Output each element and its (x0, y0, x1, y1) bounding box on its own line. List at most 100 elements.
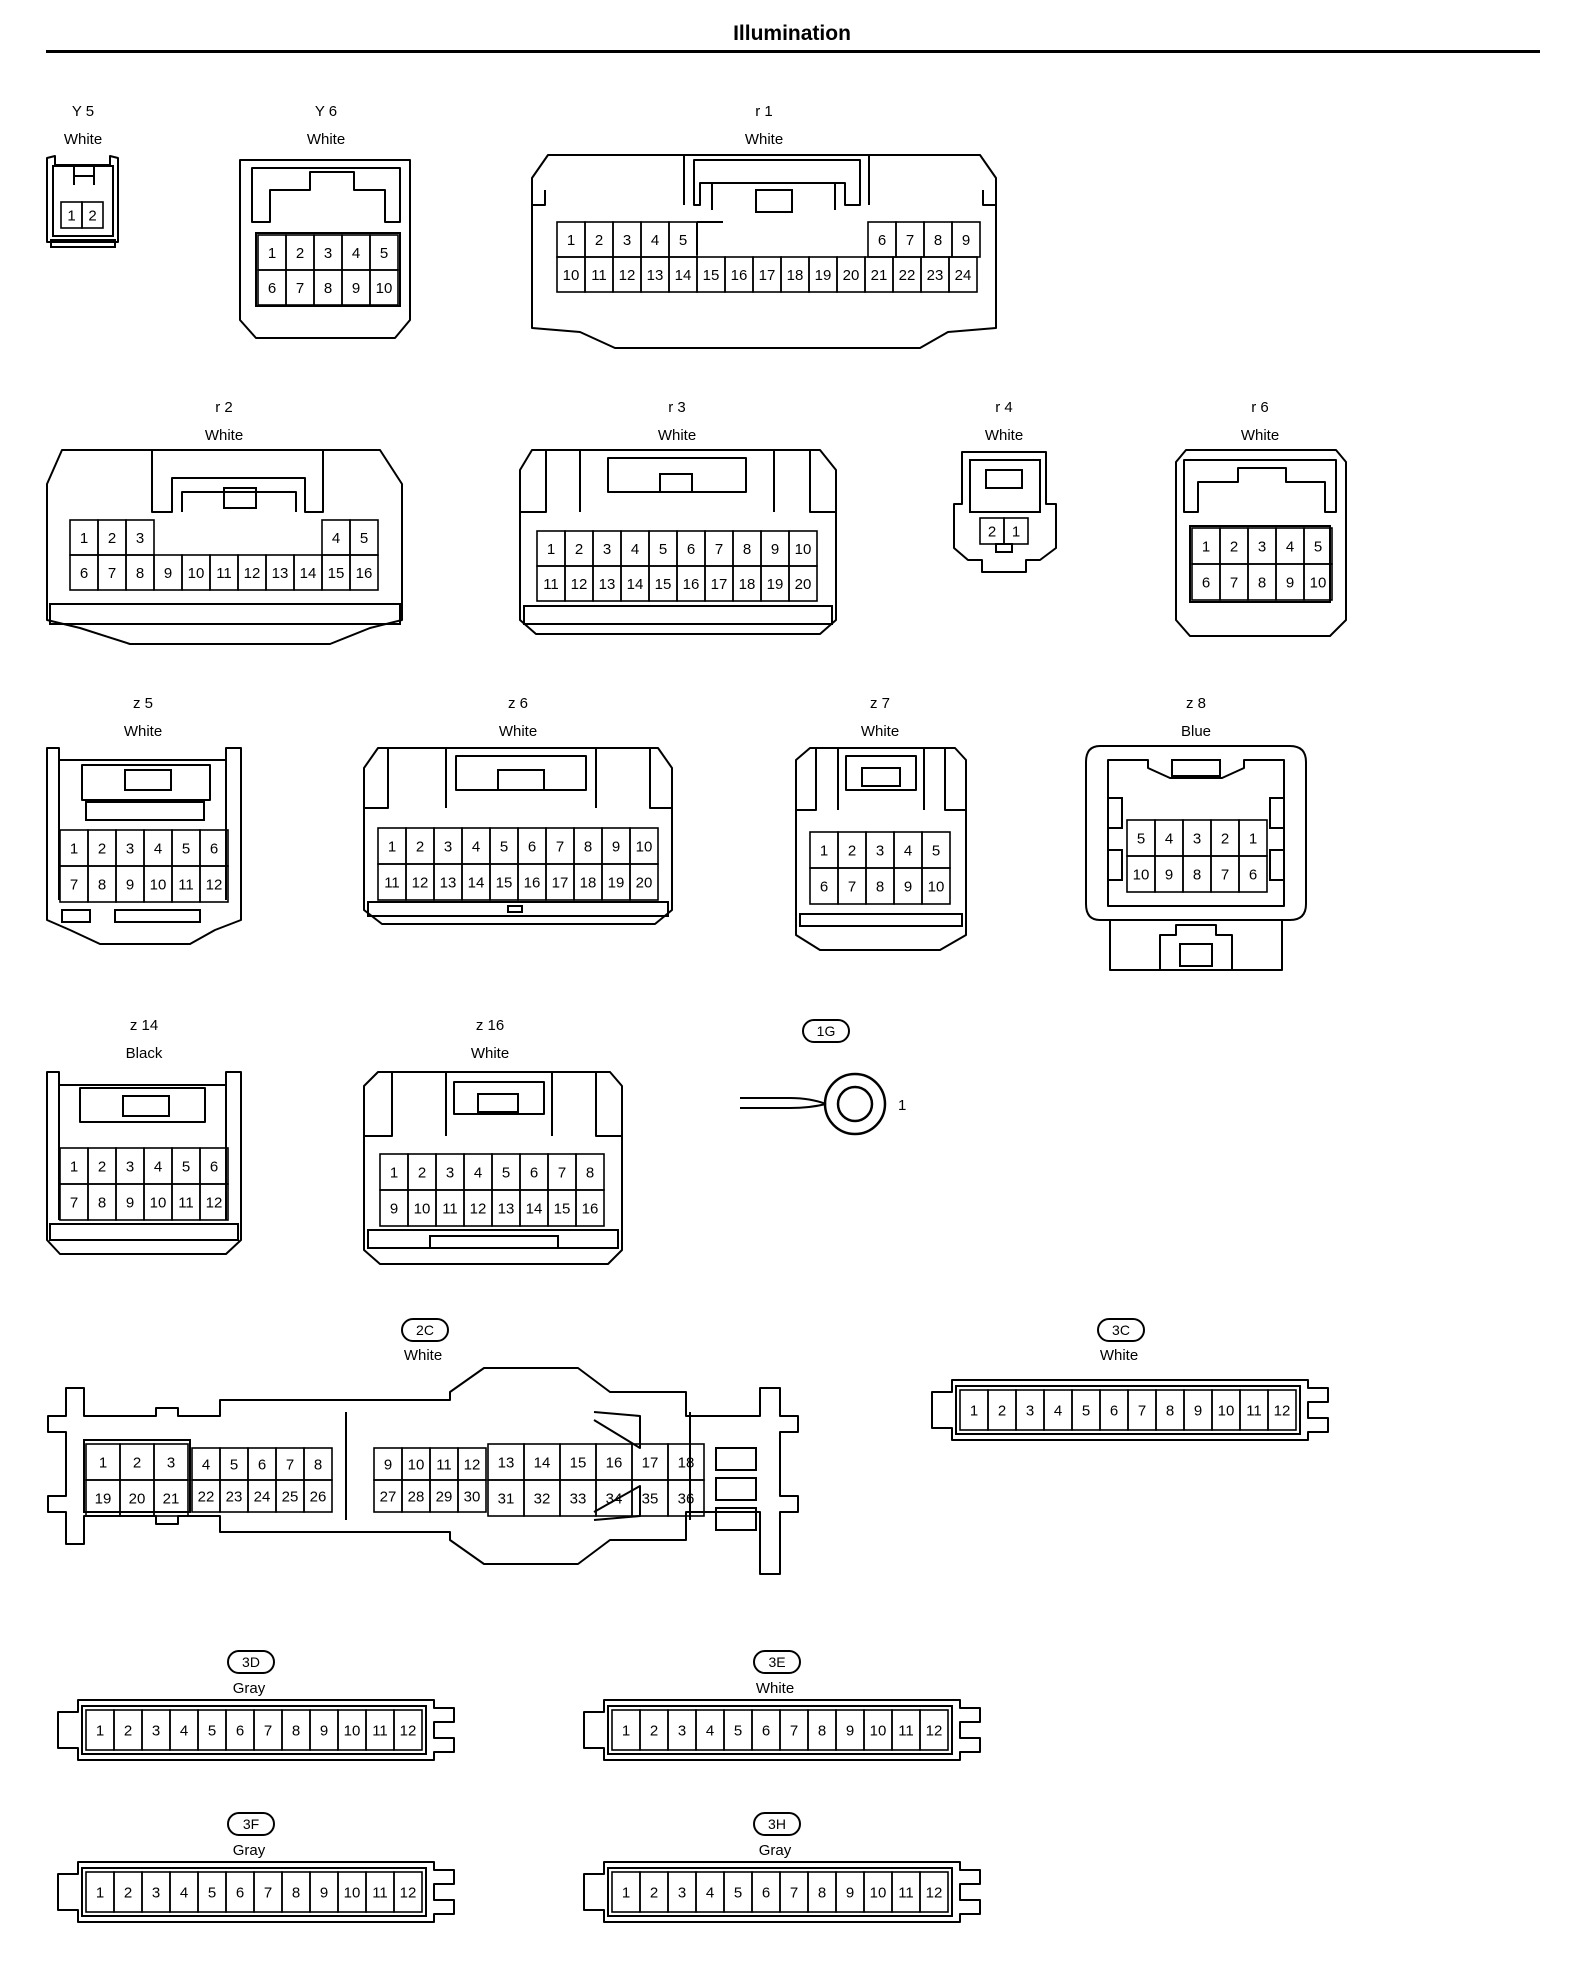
pin-label: 6 (80, 565, 88, 582)
pin-cell (303, 1479, 333, 1513)
connector-label-1g: 1G (802, 1019, 850, 1043)
pin-label: 2 (296, 245, 304, 262)
pin-label: 1 (67, 208, 75, 225)
pin-label: 3 (136, 530, 144, 547)
title-rule (46, 50, 1540, 53)
pin-label: 2 (416, 839, 424, 856)
pin-label: 11 (898, 1723, 914, 1740)
pin-label: 3 (444, 839, 452, 856)
connector-color-r6: White (1240, 427, 1280, 444)
pin-label: 28 (408, 1489, 425, 1506)
pin-label: 6 (236, 1885, 244, 1902)
pin-label: 7 (906, 232, 914, 249)
pin-label: 23 (927, 267, 944, 284)
connector-color-z14: Black (125, 1045, 163, 1062)
pin-label: 21 (163, 1491, 180, 1508)
pin-label: 10 (344, 1723, 361, 1740)
pin-label: 3 (678, 1723, 686, 1740)
pin-label: 12 (400, 1723, 417, 1740)
pin-label: 8 (586, 1165, 594, 1182)
pin-label: 6 (762, 1723, 770, 1740)
pin-label: 6 (1110, 1403, 1118, 1420)
pin-label: 9 (384, 1457, 392, 1474)
pin-label: 3 (1026, 1403, 1034, 1420)
pin-cell (81, 201, 104, 229)
pin-label: 32 (534, 1491, 551, 1508)
connector-label-r4: r 4 (995, 399, 1013, 416)
pin-label: 34 (606, 1491, 623, 1508)
pin-label: 2 (1221, 831, 1229, 848)
pin-label: 2 (98, 841, 106, 858)
pin-label: 4 (474, 1165, 482, 1182)
pin-label: 3 (152, 1723, 160, 1740)
pin-label: 10 (636, 839, 653, 856)
connector-color-r2: White (204, 427, 244, 444)
pin-label: 22 (198, 1489, 215, 1506)
connector-color-z7: White (860, 723, 900, 740)
pin-label: 20 (795, 576, 812, 593)
pin-label: 15 (703, 267, 720, 284)
pin-label: 5 (360, 530, 368, 547)
pin-label: 6 (820, 879, 828, 896)
pin-label: 18 (787, 267, 804, 284)
pin-cell (199, 1183, 229, 1221)
connector-label-z5: z 5 (132, 695, 153, 712)
pin-label: 7 (1230, 575, 1238, 592)
pin-cell (1003, 517, 1029, 545)
pin-label: 12 (926, 1885, 943, 1902)
connector-label-z7: z 7 (869, 695, 890, 712)
pin-label: 9 (771, 541, 779, 558)
pin-label: 6 (530, 1165, 538, 1182)
pin-label: 1 (96, 1885, 104, 1902)
pin-label: 12 (571, 576, 588, 593)
pin-label: 6 (687, 541, 695, 558)
pin-label: 4 (706, 1723, 714, 1740)
pin-label: 11 (543, 576, 559, 593)
pin-label: 9 (352, 280, 360, 297)
pin-label: 8 (98, 877, 106, 894)
pin-label: 11 (1246, 1403, 1262, 1420)
pin-label: 2 (133, 1455, 141, 1472)
connector-color-z8: Blue (1180, 723, 1212, 740)
pin-label: 20 (636, 875, 653, 892)
pin-label: 3 (126, 1159, 134, 1176)
connector-color-z6: White (498, 723, 538, 740)
pin-label: 7 (790, 1723, 798, 1740)
pin-label: 19 (95, 1491, 112, 1508)
connector-label-z8: z 8 (1185, 695, 1206, 712)
pin-label: 3 (876, 843, 884, 860)
pin-label: 5 (182, 1159, 190, 1176)
pin-label: 12 (926, 1723, 943, 1740)
pin-label: 1 (1249, 831, 1257, 848)
pin-label: 12 (206, 877, 223, 894)
pin-cell (921, 867, 951, 905)
pin-label: 8 (292, 1885, 300, 1902)
pin-cell (393, 1709, 423, 1751)
pin-label: 3 (603, 541, 611, 558)
pin-label: 17 (642, 1455, 659, 1472)
pin-label: 1 (820, 843, 828, 860)
pin-label: 4 (180, 1885, 188, 1902)
pin-label: 6 (236, 1723, 244, 1740)
pin-label: 10 (795, 541, 812, 558)
connector-color-z5: White (123, 723, 163, 740)
pin-label: 24 (254, 1489, 271, 1506)
pin-label: 17 (552, 875, 569, 892)
pin-label: 17 (711, 576, 728, 593)
pin-label: 13 (272, 565, 289, 582)
pin-label: 4 (332, 530, 340, 547)
pin-label: 30 (464, 1489, 481, 1506)
pin-label: 8 (324, 280, 332, 297)
pin-label: 2 (1230, 539, 1238, 556)
connector-label-r1: r 1 (755, 103, 773, 120)
pin-label: 9 (164, 565, 172, 582)
pin-label: 19 (815, 267, 832, 284)
pin-label: 2 (848, 843, 856, 860)
